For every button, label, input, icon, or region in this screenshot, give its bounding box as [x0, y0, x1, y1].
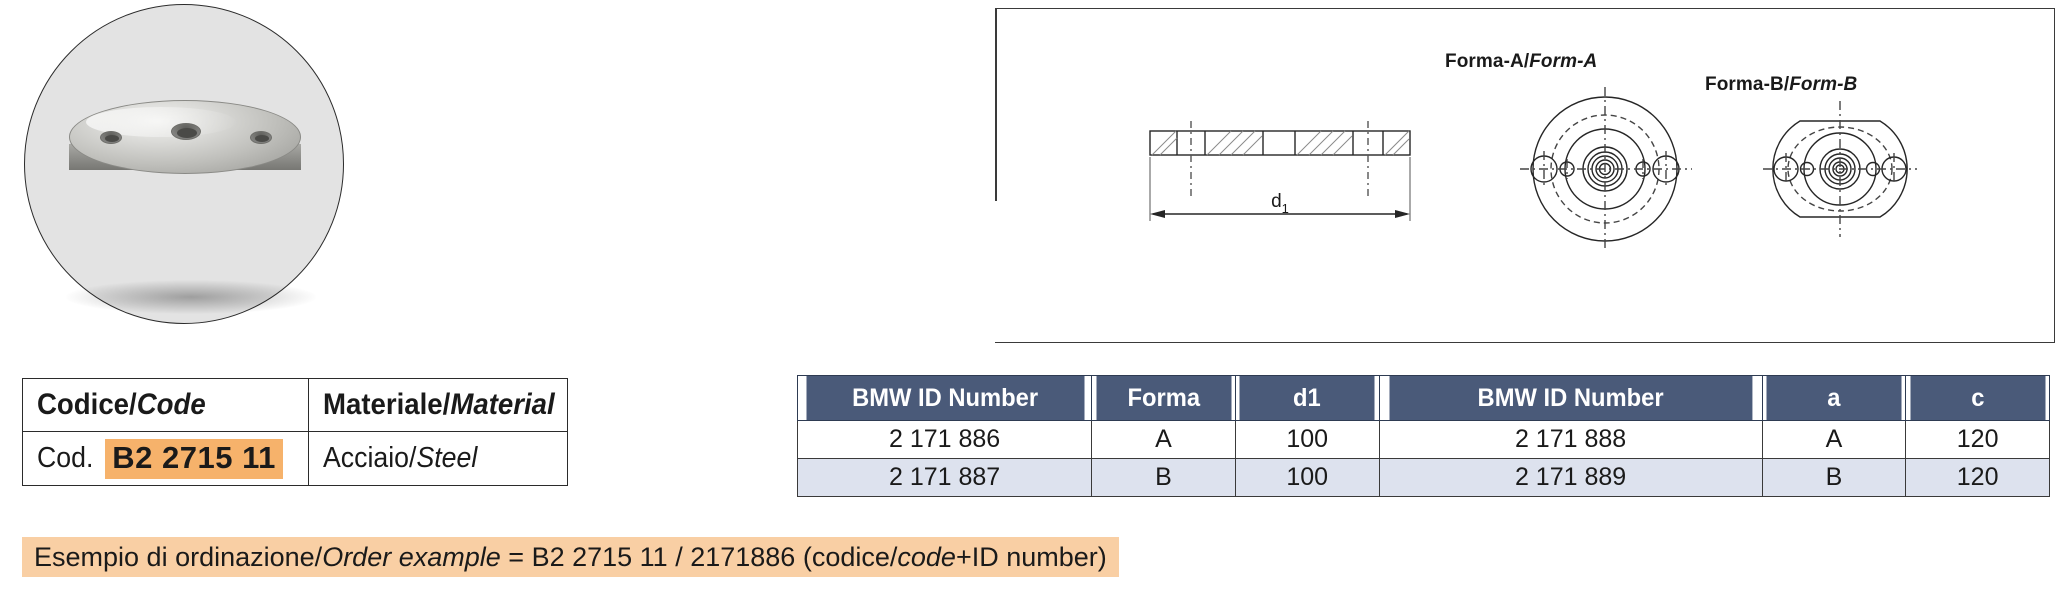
drawing-svg: d1 [1149, 87, 1917, 251]
cell-d1: 100 [1234, 420, 1380, 459]
spec-material-value: Acciaio/Steel [322, 442, 477, 474]
spec-header-material-cell: Materiale/Material [309, 379, 567, 431]
product-photo [14, 4, 574, 334]
cell-a: A [1761, 420, 1907, 459]
spec-table-header-row: Codice/Code Materiale/Material [23, 379, 567, 432]
spec-table-value-row: Cod. B2 2715 11 Acciaio/Steel [23, 432, 567, 485]
order-note-suffix-open: (codice/ [802, 541, 898, 572]
form-a-label: Forma-A/Form-A [1445, 51, 1598, 72]
cross-section-view [1149, 121, 1411, 221]
table-row[interactable]: 2 171 886 A 100 2 171 888 A 120 [796, 420, 2050, 459]
order-note-equals: = [508, 541, 525, 572]
cell-bmw-id-2: 2 171 888 [1378, 420, 1763, 459]
spec-table: Codice/Code Materiale/Material Cod. B2 2… [22, 378, 568, 486]
order-note-separator: / [314, 541, 323, 572]
d1-text: d [1271, 191, 1282, 212]
order-note-spacer2 [524, 542, 532, 573]
cell-a: B [1761, 458, 1907, 497]
spec-header-material: Materiale/Material [322, 388, 555, 421]
spec-header-code-cell: Codice/Code [23, 379, 309, 431]
spec-code-prefix: Cod. [37, 442, 94, 474]
dimension-label-d1: d1 [1271, 191, 1289, 216]
cell-bmw-id-1: 2 171 887 [796, 458, 1093, 497]
form-b-label: Forma-B/Form-B [1705, 74, 1858, 95]
technical-drawing-panel: Forma-A/Form-A Forma-B/Form-B [995, 8, 2055, 343]
column-header-bmw-id-2[interactable]: BMW ID Number [1388, 375, 1754, 421]
form-a-plan-view [1520, 87, 1692, 251]
column-header-d1[interactable]: d1 [1238, 375, 1376, 421]
column-header-a[interactable]: a [1765, 375, 1903, 421]
order-note-spacer1 [501, 542, 509, 573]
plate-left-hole [100, 131, 122, 144]
plate-right-hole [250, 131, 272, 144]
product-code-highlight[interactable]: B2 2715 11 [105, 438, 283, 479]
cell-c: 120 [1905, 458, 2050, 497]
order-note-suffix-code: code [897, 541, 956, 572]
plate-center-hole-bore [177, 128, 197, 138]
plate-left-hole-bore [105, 135, 119, 142]
cell-c: 120 [1905, 420, 2050, 459]
order-note-label-it: Esempio di ordinazione [34, 541, 315, 572]
cell-forma: A [1091, 420, 1236, 459]
cell-bmw-id-2: 2 171 889 [1378, 458, 1763, 497]
steel-plate-render [69, 100, 301, 196]
spec-value-code-cell: Cod. B2 2715 11 [23, 432, 309, 485]
order-note-suffix-close: +ID number) [955, 541, 1107, 572]
table-row[interactable]: 2 171 887 B 100 2 171 889 B 120 [796, 458, 2050, 497]
order-example-note: Esempio di ordinazione/Order example = B… [22, 537, 1119, 577]
order-note-spacer3 [795, 542, 803, 573]
column-header-bmw-id-1[interactable]: BMW ID Number [804, 375, 1085, 421]
order-note-label-en: Order example [322, 541, 501, 572]
cell-forma: B [1091, 458, 1236, 497]
data-table: BMW ID Number Forma d1 BMW ID Number a c… [796, 375, 2050, 497]
cell-d1: 100 [1234, 458, 1380, 497]
plate-right-hole-bore [255, 135, 269, 142]
spec-value-material-cell: Acciaio/Steel [309, 432, 567, 485]
plate-top-surface [69, 100, 301, 174]
photo-drop-shadow [66, 280, 316, 314]
column-header-c[interactable]: c [1908, 375, 2047, 421]
drawing-box-left-edge [995, 9, 997, 201]
data-table-header-row: BMW ID Number Forma d1 BMW ID Number a c [798, 375, 2050, 421]
form-b-plan-view [1763, 101, 1917, 237]
spec-header-code: Codice/Code [37, 388, 206, 421]
column-header-forma[interactable]: Forma [1094, 375, 1233, 421]
plate-center-hole [171, 123, 201, 140]
order-note-value: B2 2715 11 / 2171886 [531, 541, 796, 572]
cell-bmw-id-1: 2 171 886 [796, 420, 1093, 459]
